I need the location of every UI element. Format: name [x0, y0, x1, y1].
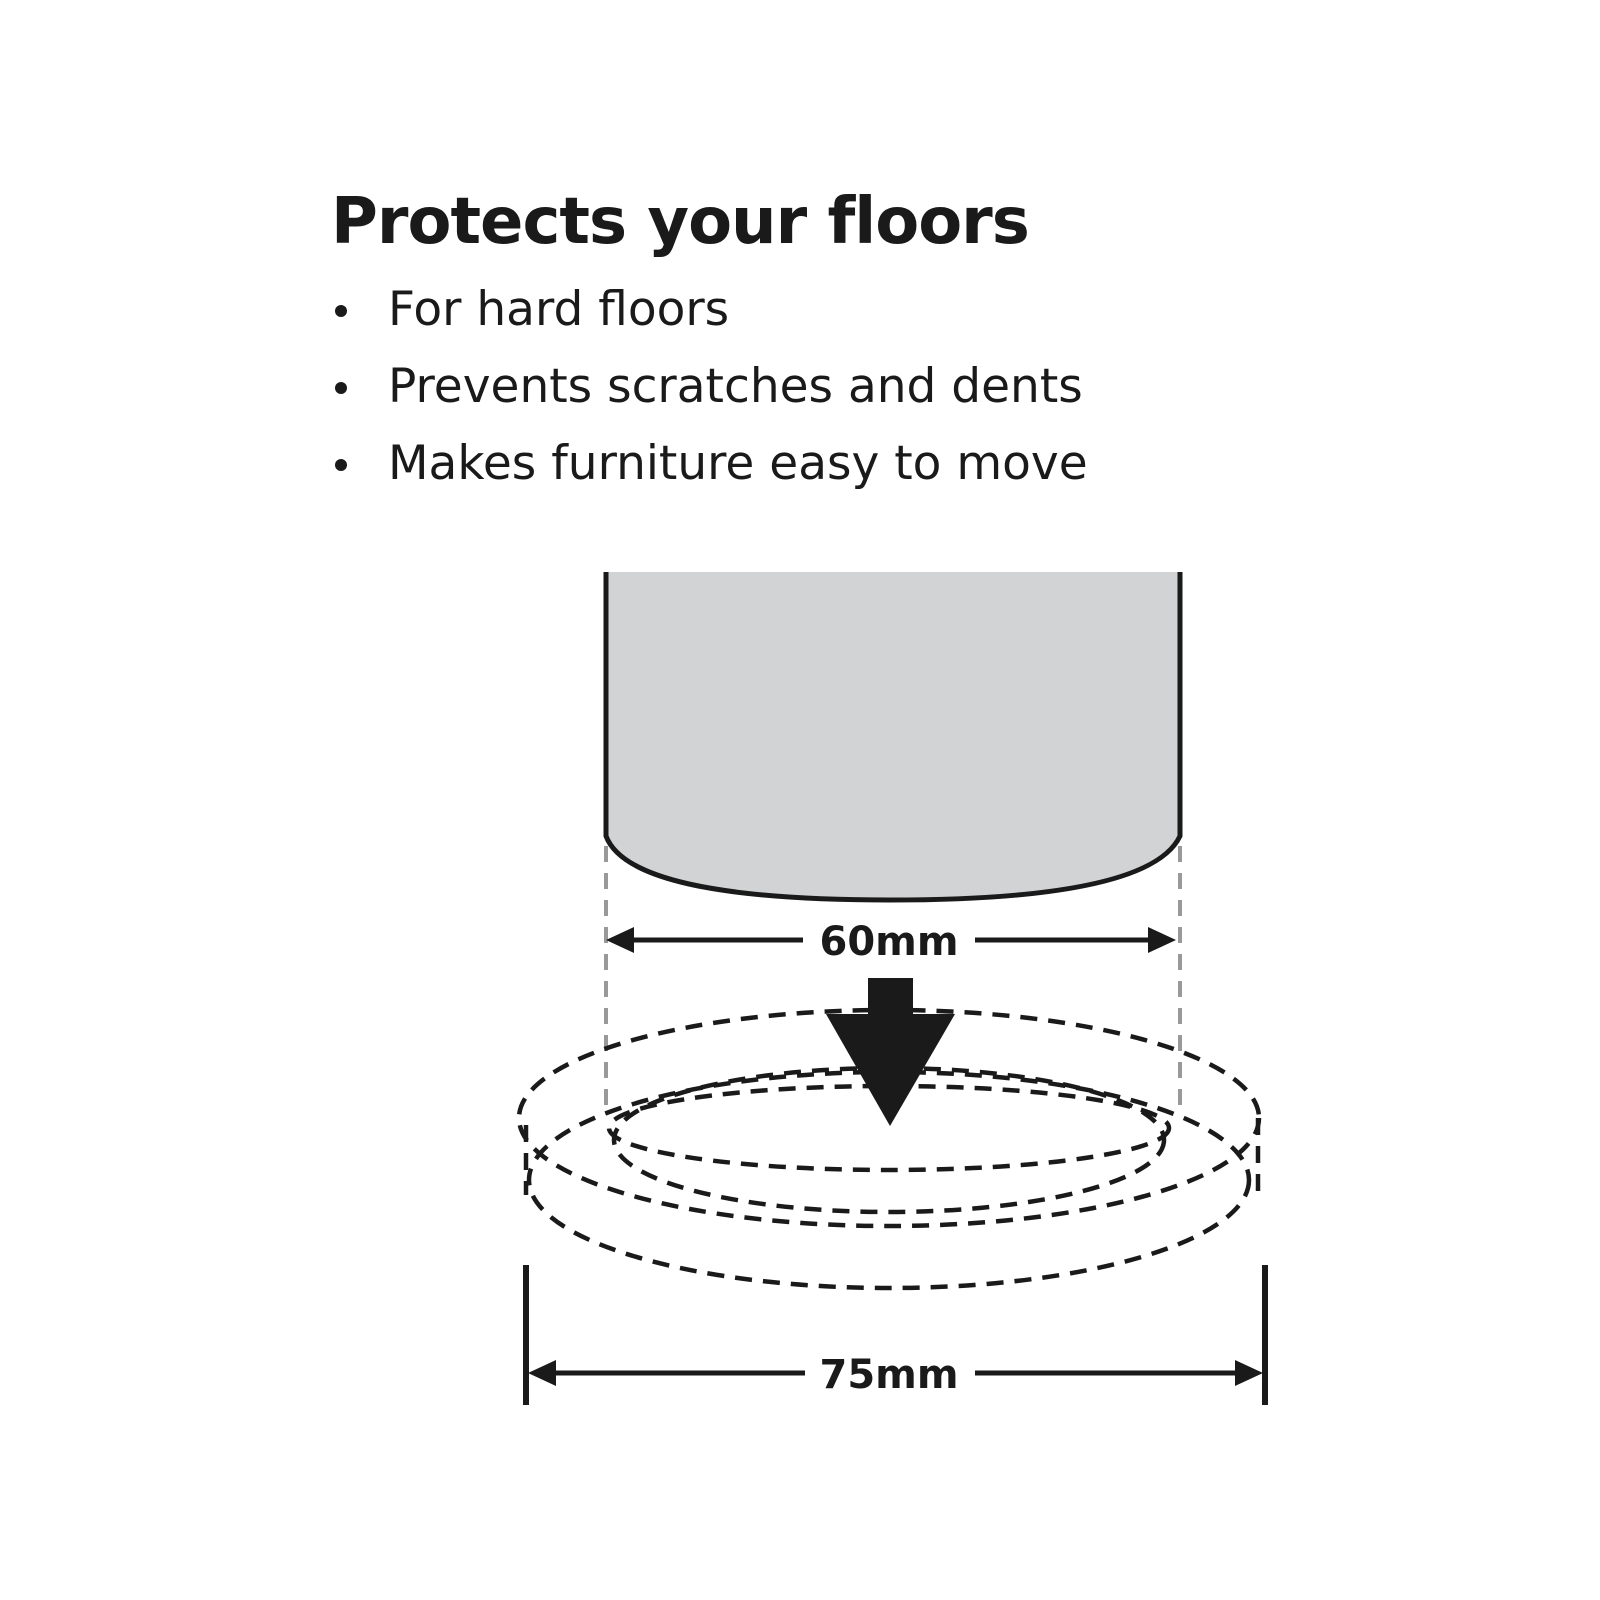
- headline: Protects your floors: [331, 185, 1030, 259]
- arrowhead-left-icon: [528, 1360, 556, 1386]
- leg-width-dimension: 60mm: [606, 919, 1176, 965]
- pad-inner-ring: [611, 1065, 1167, 1215]
- leg-width-label: 60mm: [819, 919, 958, 965]
- pad-width-dimension: 75mm: [523, 1265, 1268, 1405]
- feature-item: Prevents scratches and dents: [331, 360, 1088, 437]
- feature-item: For hard floors: [331, 283, 1088, 360]
- arrowhead-left-icon: [606, 927, 634, 953]
- feature-text: Makes furniture easy to move: [388, 436, 1088, 491]
- bullet-icon: [335, 305, 347, 317]
- feature-text: For hard floors: [388, 282, 730, 337]
- furniture-leg: [606, 572, 1180, 900]
- furniture-leg-outline: [603, 572, 1183, 903]
- feature-item: Makes furniture easy to move: [331, 437, 1088, 514]
- down-arrow-icon: [826, 978, 955, 1126]
- feature-text: Prevents scratches and dents: [388, 359, 1083, 414]
- pad-inner-top: [606, 1083, 1172, 1173]
- arrowhead-right-icon: [1148, 927, 1176, 953]
- feature-list: For hard floors Prevents scratches and d…: [331, 283, 1088, 514]
- bullet-icon: [335, 382, 347, 394]
- pad-width-label: 75mm: [819, 1352, 958, 1398]
- bullet-icon: [335, 459, 347, 471]
- arrowhead-right-icon: [1235, 1360, 1263, 1386]
